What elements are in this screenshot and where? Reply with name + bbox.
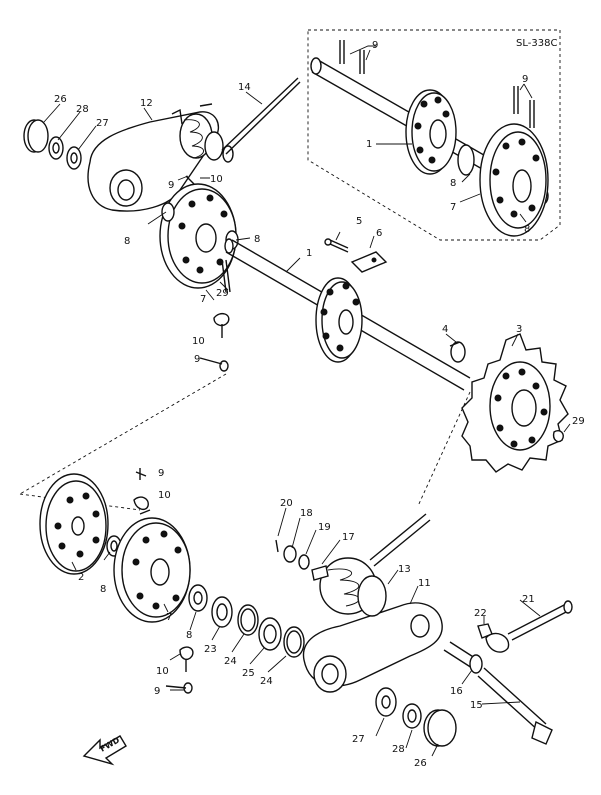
callout-labels: 9 9 1 8 7 8 26 28 27 12 14 9 10 8 8 5 6 … xyxy=(54,40,585,769)
callout-8: 8 xyxy=(450,178,456,189)
diagram-code: SL-338C xyxy=(516,38,557,49)
callout-15: 15 xyxy=(470,700,483,711)
inset-axle xyxy=(310,40,549,237)
callout-5: 5 xyxy=(356,216,362,227)
inset-dashed-box xyxy=(307,29,561,241)
callout-28: 28 xyxy=(392,744,405,755)
callout-29: 29 xyxy=(572,416,585,427)
callout-10: 10 xyxy=(158,490,171,501)
brake-assembly-top xyxy=(23,77,301,212)
forward-arrow xyxy=(82,735,127,766)
callout-27: 27 xyxy=(96,118,109,129)
callout-21: 21 xyxy=(522,594,535,605)
callout-13: 13 xyxy=(398,564,411,575)
callout-7: 7 xyxy=(450,202,456,213)
lower-sprocket-group xyxy=(39,468,305,694)
drive-sprocket-top xyxy=(147,183,251,372)
callout-24: 24 xyxy=(260,676,273,687)
callout-16: 16 xyxy=(450,686,463,697)
callout-8: 8 xyxy=(186,630,192,641)
callout-3: 3 xyxy=(516,324,522,335)
callout-28: 28 xyxy=(76,104,89,115)
callout-17: 17 xyxy=(342,532,355,543)
large-sprocket xyxy=(461,333,571,473)
callout-2: 2 xyxy=(78,572,84,583)
callout-9: 9 xyxy=(154,686,160,697)
callout-8: 8 xyxy=(100,584,106,595)
callout-12: 12 xyxy=(140,98,153,109)
callout-8: 8 xyxy=(254,234,260,245)
callout-7: 7 xyxy=(166,612,172,623)
callout-22: 22 xyxy=(474,608,487,619)
callout-11: 11 xyxy=(418,578,431,589)
callout-23: 23 xyxy=(204,644,217,655)
callout-10: 10 xyxy=(156,666,169,677)
callout-26: 26 xyxy=(54,94,67,105)
callout-27: 27 xyxy=(352,734,365,745)
callout-6: 6 xyxy=(376,228,382,239)
callout-9: 9 xyxy=(194,354,200,365)
callout-25: 25 xyxy=(242,668,255,679)
callout-10: 10 xyxy=(210,174,223,185)
callout-20: 20 xyxy=(280,498,293,509)
callout-10: 10 xyxy=(192,336,205,347)
drive-axle-main xyxy=(224,231,471,391)
callout-4: 4 xyxy=(442,324,448,335)
callout-7: 7 xyxy=(200,294,206,305)
callout-9: 9 xyxy=(372,40,378,51)
callout-8: 8 xyxy=(524,224,530,235)
callout-14: 14 xyxy=(238,82,251,93)
callout-9: 9 xyxy=(168,180,174,191)
callout-18: 18 xyxy=(300,508,313,519)
callout-9: 9 xyxy=(522,74,528,85)
lower-chaincase-group xyxy=(275,507,573,757)
callout-19: 19 xyxy=(318,522,331,533)
callout-8: 8 xyxy=(124,236,130,247)
callout-1: 1 xyxy=(306,248,312,259)
callout-26: 26 xyxy=(414,758,427,769)
callout-1: 1 xyxy=(366,139,372,150)
callout-29: 29 xyxy=(216,288,229,299)
callout-9: 9 xyxy=(158,468,164,479)
callout-24: 24 xyxy=(224,656,237,667)
